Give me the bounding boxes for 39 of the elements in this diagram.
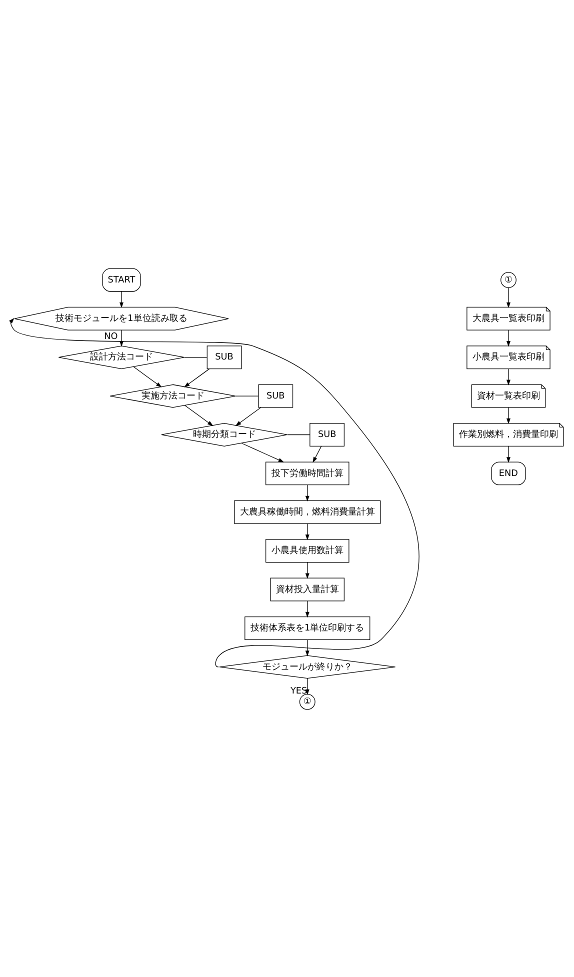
arrow [305, 522, 310, 540]
node-box: 資材投入量計算 [270, 577, 344, 601]
arrow [506, 286, 510, 308]
node-circle: ① [299, 693, 316, 710]
arrow [305, 638, 310, 656]
node-box: START [102, 268, 141, 292]
node-box: 小農具使用数計算 [266, 538, 350, 562]
node-box: END [491, 461, 526, 485]
arrow [506, 368, 510, 385]
node-box: 投下労働時間計算 [266, 461, 350, 485]
node-box: SUB [310, 422, 344, 446]
arrow [184, 404, 214, 426]
node-box: SUB [206, 345, 242, 369]
arrow [120, 290, 124, 308]
arrow [305, 561, 310, 578]
arrow [506, 329, 510, 346]
node-box: 大農具稼働時間，燃料消費量計算 [234, 500, 381, 524]
connector [236, 395, 259, 396]
arrow [235, 406, 262, 426]
node-diamond: モジュールが終りか？ [219, 654, 396, 678]
arrow [305, 600, 310, 618]
arrow [241, 442, 284, 462]
arrow [184, 368, 210, 387]
node-diamond: 時期分類コード [161, 422, 288, 446]
node-diamond: 設計方法コード [58, 345, 185, 369]
node-box: SUB [258, 384, 294, 408]
node-diamond: 実施方法コード [110, 384, 236, 408]
connector [184, 356, 208, 358]
arrow [305, 484, 310, 502]
connector [286, 434, 310, 435]
node-box: 技術体系表を1単位印刷する [244, 616, 370, 640]
edge-label: YES [290, 686, 308, 696]
arrow [8, 317, 420, 667]
arrow [312, 445, 322, 462]
arrow [506, 406, 510, 424]
node-circle: ① [500, 272, 516, 288]
arrow [506, 445, 510, 462]
arrow [133, 366, 162, 387]
edge-label: NO [104, 332, 118, 342]
